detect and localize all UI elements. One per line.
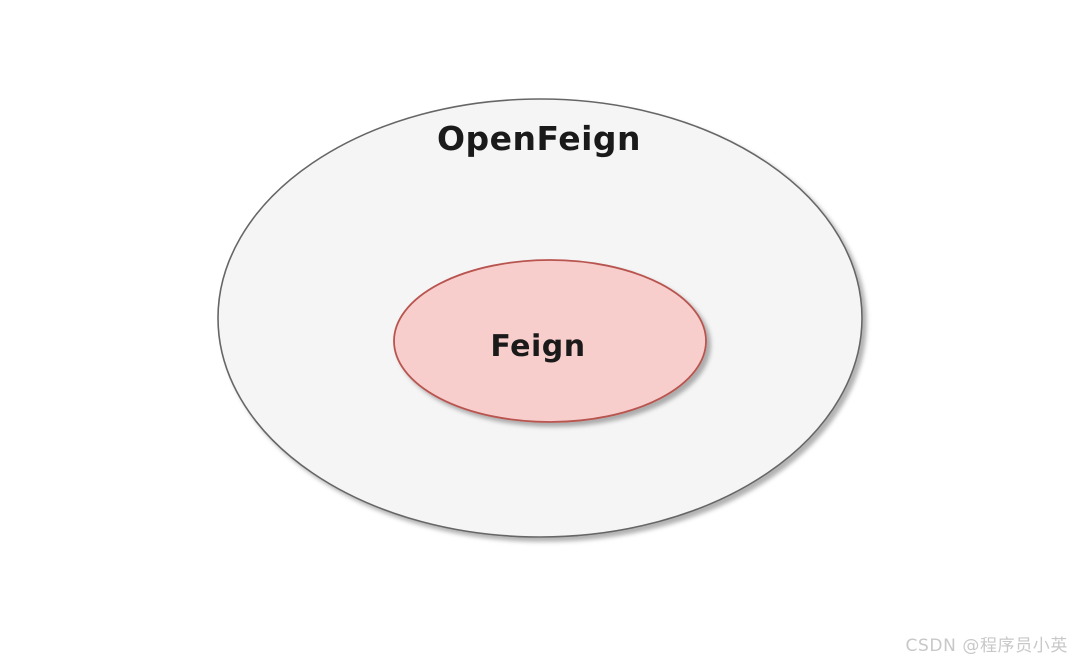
csdn-watermark: CSDN @程序员小英 xyxy=(905,636,1068,656)
inner-ellipse-feign xyxy=(393,259,707,423)
inner-ellipse-label: Feign xyxy=(490,329,586,364)
outer-ellipse-label: OpenFeign xyxy=(436,119,642,158)
